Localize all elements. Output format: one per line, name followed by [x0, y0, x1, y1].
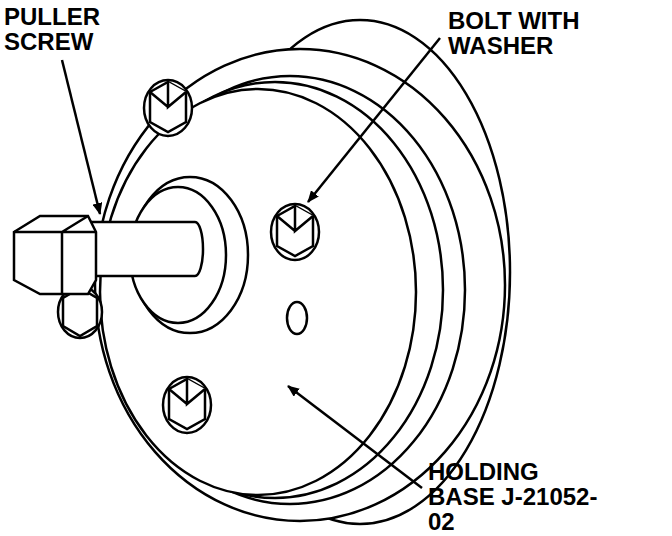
part-label: BOLT WITH WASHER	[448, 8, 584, 58]
part-label: HOLDING BASE J-21052-02	[428, 459, 611, 534]
part-label: PULLER SCREW	[4, 4, 104, 54]
